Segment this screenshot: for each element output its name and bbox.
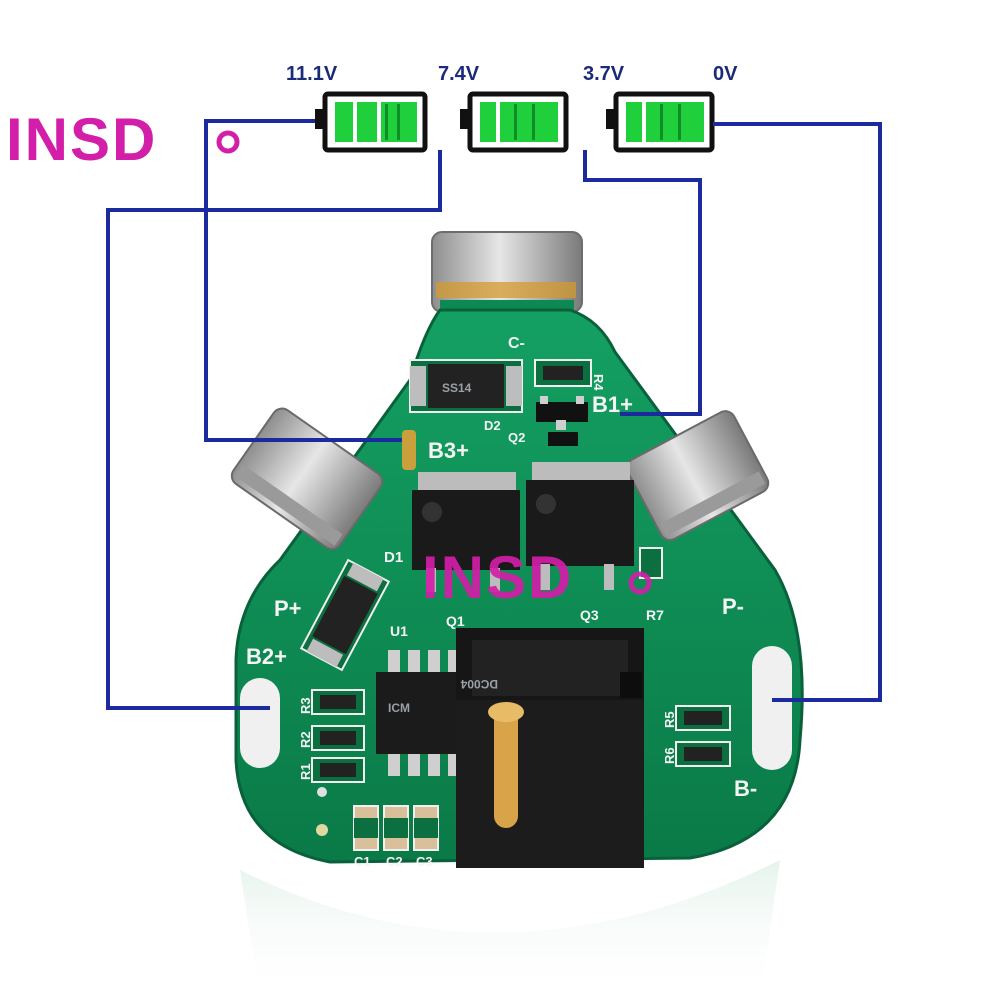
label-r6: R6 — [662, 747, 677, 764]
center-watermark-dot — [628, 571, 652, 595]
label-c2: C2 — [386, 854, 403, 869]
ic-chip-u1: ICM — [376, 650, 468, 776]
resistor-r4 — [534, 359, 592, 387]
right-nickel-tab — [626, 410, 770, 541]
battery-icon — [606, 91, 715, 153]
label-b3-plus: B3+ — [428, 438, 469, 463]
wiring — [106, 119, 882, 710]
label-r4: R4 — [591, 374, 606, 391]
label-p-plus: P+ — [274, 596, 302, 621]
voltage-label-3v: 3.7V — [583, 63, 625, 85]
label-r2: R2 — [298, 731, 313, 748]
label-r1: R1 — [298, 763, 313, 780]
capacitor-c2 — [383, 805, 409, 851]
watermark-dot — [216, 130, 240, 154]
battery-icon — [460, 91, 569, 153]
label-q2: Q2 — [508, 430, 525, 445]
label-d2: D2 — [484, 418, 501, 433]
diode-d1 — [299, 558, 391, 672]
battery-icon — [315, 91, 428, 153]
connector-marking: DC004 — [460, 677, 498, 691]
pad-b3-plus — [402, 430, 416, 470]
ic-marking: ICM — [388, 701, 410, 715]
label-b-minus: B- — [734, 776, 757, 801]
mounting-hole — [316, 824, 328, 836]
test-point — [317, 787, 327, 797]
resistor-r2 — [311, 725, 365, 751]
wire-b1-plus — [583, 150, 702, 416]
center-watermark: INSD — [422, 544, 652, 611]
label-r7: R7 — [646, 607, 664, 623]
capacitor-c3 — [413, 805, 439, 851]
pcb-reflection — [240, 860, 780, 1000]
wire-b2-plus — [106, 150, 442, 710]
watermark-text: INSD — [6, 106, 157, 173]
voltage-label-7v: 7.4V — [438, 63, 480, 85]
diode-marking: SS14 — [442, 381, 472, 395]
label-q1: Q1 — [446, 613, 465, 629]
resistor-r7 — [639, 547, 663, 579]
wire-b-minus — [713, 122, 882, 702]
dc004-connector: DC004 — [456, 628, 644, 868]
label-c-minus: C- — [508, 335, 525, 352]
resistor-r5 — [675, 705, 731, 731]
label-c1: C1 — [354, 854, 371, 869]
diode-d2: SS14 — [409, 359, 523, 413]
pad-b2-plus — [240, 678, 280, 768]
pad-b-minus — [752, 646, 792, 770]
wire-b3-plus — [204, 119, 402, 442]
center-watermark-text: INSD — [422, 544, 573, 611]
voltage-label-0v: 0V — [713, 63, 738, 85]
label-u1: U1 — [390, 623, 408, 639]
voltage-label-11v: 11.1V — [286, 63, 338, 85]
resistor-r1 — [311, 757, 365, 783]
resistor-r6 — [675, 741, 731, 767]
capacitor-c1 — [353, 805, 379, 851]
label-r3: R3 — [298, 697, 313, 714]
transistor-q2 — [536, 396, 588, 446]
label-q3: Q3 — [580, 607, 599, 623]
mosfet-q3 — [526, 462, 634, 590]
label-p-minus: P- — [722, 594, 744, 619]
label-b2-plus: B2+ — [246, 644, 287, 669]
resistor-r3 — [311, 689, 365, 715]
label-d1: D1 — [384, 549, 403, 566]
label-c3: C3 — [416, 854, 433, 869]
label-r5: R5 — [662, 711, 677, 728]
watermark-logo: INSD — [6, 106, 240, 173]
mosfet-q1 — [412, 472, 520, 592]
